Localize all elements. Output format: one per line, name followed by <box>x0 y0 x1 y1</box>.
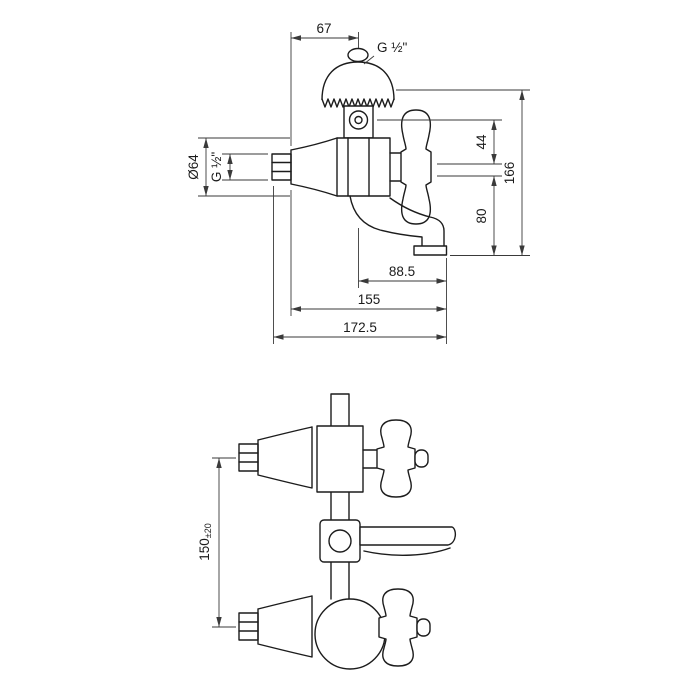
riser-pipe-lines <box>347 137 370 197</box>
ext-lines-flange-diameter <box>198 137 290 197</box>
dim-thread-inlet: G ½" <box>209 152 224 183</box>
dim-80: 80 <box>474 208 489 223</box>
upper-handle-side-knob <box>414 449 429 468</box>
side-view-faucet-body <box>271 47 448 256</box>
lower-hex-facets <box>238 621 259 632</box>
spout-bottom-profile <box>349 195 423 247</box>
dome-skirt-ribs <box>321 98 395 108</box>
ext-lines-inlet-thread <box>222 153 268 181</box>
spout-outlet-lip <box>413 245 448 256</box>
leader-thread-top <box>363 55 375 65</box>
dome-flange <box>321 61 395 101</box>
spout-top-profile <box>389 197 445 247</box>
handle-stem <box>389 152 402 182</box>
diverter-screw-inner <box>354 115 363 125</box>
spout-ball <box>314 598 386 670</box>
front-view: 150±20 <box>197 393 457 670</box>
hex-nipple <box>271 153 292 181</box>
dim-thread-top: G ½" <box>377 40 408 55</box>
lower-hex-nipple <box>238 612 259 641</box>
middle-valve-cap <box>328 529 352 553</box>
dim-flange-diameter: Ø64 <box>186 154 201 180</box>
dim-67: 67 <box>316 21 331 36</box>
upper-escutcheon-cone <box>257 426 313 489</box>
dim-44: 44 <box>474 134 489 150</box>
dome-knob <box>347 47 369 63</box>
wall-escutcheon-bell <box>290 137 338 197</box>
lower-escutcheon-cone <box>257 595 313 658</box>
lever-handle <box>359 526 457 546</box>
riser-pipe <box>330 393 350 600</box>
side-view: 67 G ½" Ø64 G ½" 44 80 166 <box>186 21 530 344</box>
cross-handle-side <box>400 109 432 225</box>
upper-valve-block <box>316 425 364 493</box>
side-view-dimensions: 67 G ½" Ø64 G ½" 44 80 166 <box>186 21 530 344</box>
front-view-faucet-body <box>238 393 457 670</box>
dim-88-5: 88.5 <box>389 264 415 279</box>
lever-underline <box>363 547 451 556</box>
upper-handle-stem <box>362 449 378 469</box>
front-view-dimensions: 150±20 <box>197 457 236 628</box>
dim-150-value: 150 <box>197 538 212 561</box>
upper-hex-facets <box>238 452 259 463</box>
dim-155: 155 <box>358 292 381 307</box>
hex-nipple-facets <box>271 161 292 173</box>
dim-150: 150±20 <box>197 523 213 560</box>
dim-172-5: 172.5 <box>343 320 377 335</box>
dim-166: 166 <box>502 162 517 185</box>
upper-hex-nipple <box>238 443 259 472</box>
upper-cross-handle <box>376 419 416 498</box>
mixer-body <box>336 137 391 197</box>
lower-cross-handle <box>378 588 418 667</box>
lower-handle-side-knob <box>416 618 431 637</box>
dim-150-tolerance: ±20 <box>203 523 213 538</box>
